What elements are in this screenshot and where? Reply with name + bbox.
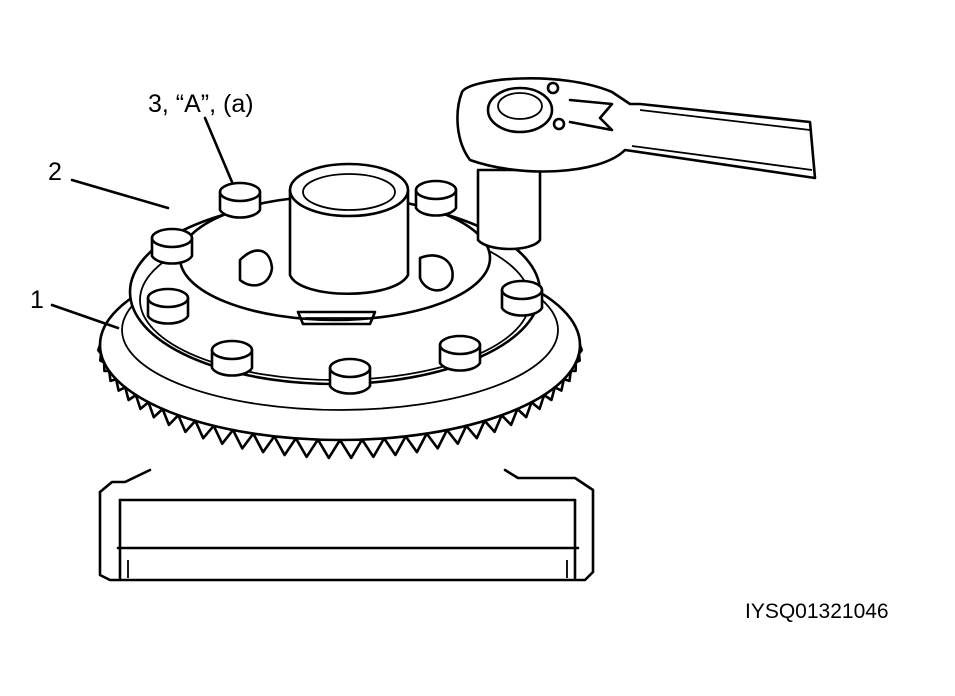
bolt-icon [210,339,254,377]
bolt-icon [414,179,458,217]
hub-boss-icon [288,162,410,295]
bolt-icon [438,334,482,372]
figure-code: IYSQ01321046 [745,600,889,623]
callout-part-2: 2 [48,158,62,186]
vise-icon [98,468,595,582]
bolt-icon [218,181,262,219]
bolt-group [146,179,544,395]
leader-lines [50,116,234,330]
torque-wrench-icon [456,77,817,251]
bolt-icon [150,227,194,265]
bolt-icon [328,357,372,395]
bolt-icon [146,287,190,325]
callout-part-3: 3, “A”, (a) [148,90,254,118]
callout-part-1: 1 [30,286,44,314]
bolt-icon [500,279,544,317]
